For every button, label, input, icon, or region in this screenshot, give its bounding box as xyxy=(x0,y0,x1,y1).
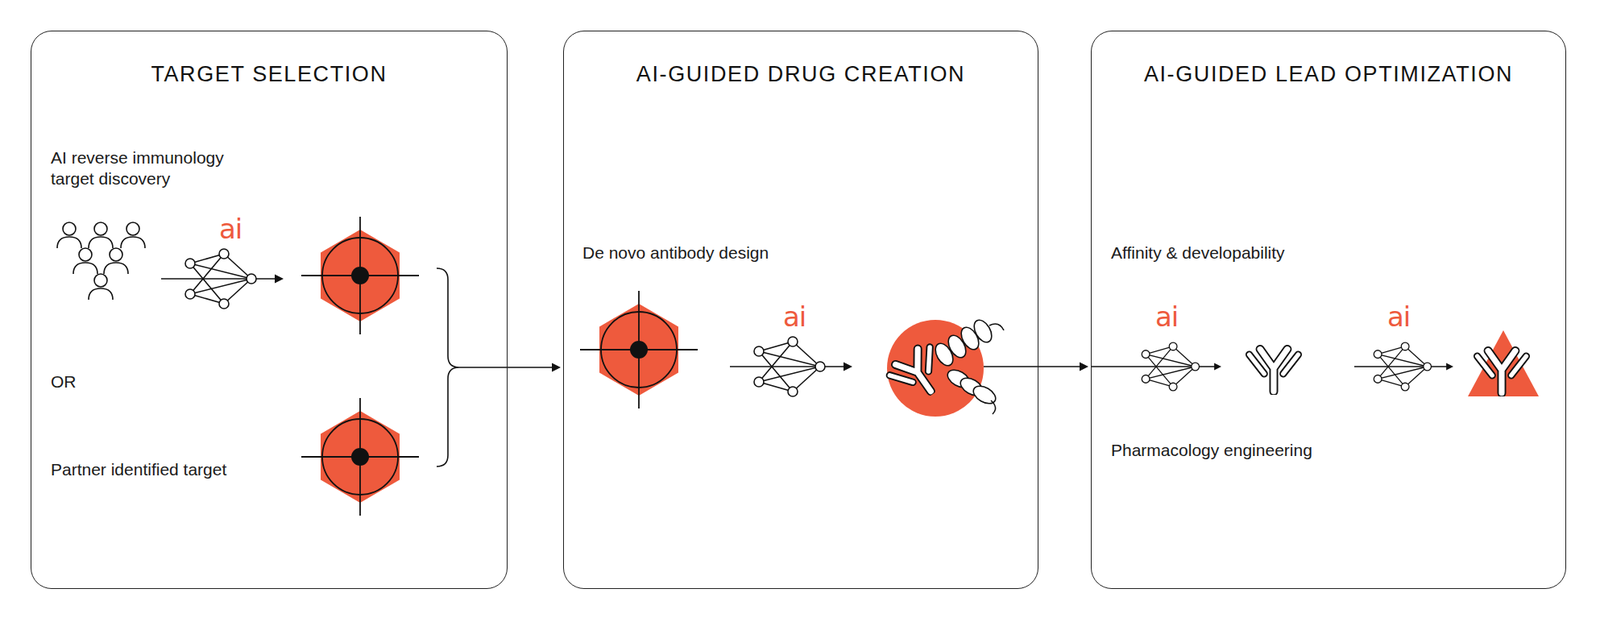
stage-title: AI-GUIDED DRUG CREATION xyxy=(563,62,1038,88)
neural-network-icon xyxy=(1122,342,1222,391)
step-label: AI reverse immunology target discovery xyxy=(50,147,269,190)
flow-line xyxy=(1090,365,1123,368)
bracket xyxy=(436,268,508,467)
stage-title: TARGET SELECTION xyxy=(31,62,507,88)
target-icon xyxy=(301,216,419,335)
ai-logo: ai xyxy=(783,302,806,332)
flow-arrow xyxy=(507,363,561,373)
target-icon xyxy=(301,397,419,516)
optimized-marker xyxy=(1467,330,1539,397)
flow-line xyxy=(983,365,1039,368)
stage-panel: TARGET SELECTION AI reverse immunology ta… xyxy=(30,30,508,589)
ai-logo: ai xyxy=(219,214,242,244)
ai-logo: ai xyxy=(1155,302,1178,332)
target-icon xyxy=(580,290,698,409)
step-label: Pharmacology engineering xyxy=(1110,439,1402,461)
step-label: Affinity & developability xyxy=(1110,242,1402,264)
step-label: OR xyxy=(50,371,212,393)
stage-title: AI-GUIDED LEAD OPTIMIZATION xyxy=(1091,62,1566,88)
step-label: De novo antibody design xyxy=(582,242,873,264)
ai-logo: ai xyxy=(1387,302,1410,332)
antibody-icon xyxy=(1477,350,1527,393)
flow-arrow xyxy=(1038,362,1089,372)
neural-network-icon xyxy=(1354,342,1454,391)
antibody-icon xyxy=(1249,348,1299,391)
population-icon xyxy=(57,222,146,300)
step-label: Partner identified target xyxy=(50,459,309,481)
neural-network-icon xyxy=(729,336,853,397)
neural-network-icon xyxy=(161,248,284,309)
